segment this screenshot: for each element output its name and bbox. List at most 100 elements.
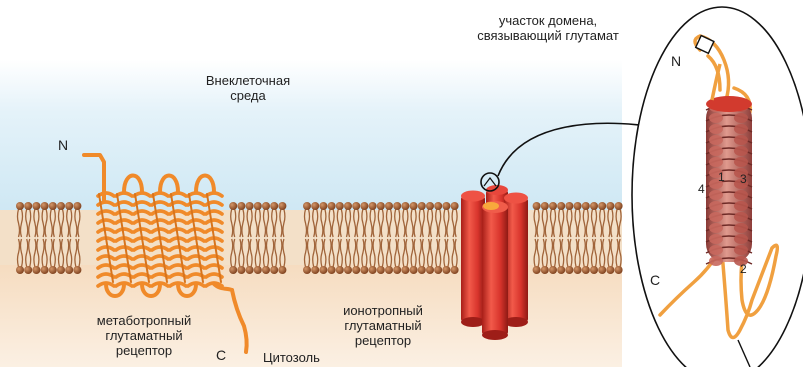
- lipid-head: [565, 266, 573, 274]
- lipid-head: [533, 202, 541, 210]
- lipid-head: [615, 266, 623, 274]
- lipid-head: [377, 266, 385, 274]
- helix-bead: [709, 223, 723, 233]
- lipid-head: [418, 266, 426, 274]
- lipid-head: [73, 202, 81, 210]
- c-terminus-left-label: C: [216, 348, 226, 363]
- helix-label-3: 3: [740, 172, 747, 187]
- lipid-head: [278, 202, 286, 210]
- lipid-head: [541, 202, 549, 210]
- lipid-head: [328, 202, 336, 210]
- ionotropic-label: ионотропный глутаматный рецептор: [325, 303, 441, 348]
- lipid-head: [426, 266, 434, 274]
- lipid-head: [393, 202, 401, 210]
- lipid-head: [32, 202, 40, 210]
- lipid-head: [574, 202, 582, 210]
- lipid-head: [237, 266, 245, 274]
- ion-cylinder-front: [482, 207, 508, 335]
- lipid-head: [262, 202, 270, 210]
- ionotropic-label-line3: рецептор: [325, 333, 441, 348]
- helix-bead: [709, 212, 723, 222]
- helix-bead: [709, 157, 723, 167]
- lipid-head: [565, 202, 573, 210]
- helix-bead: [734, 223, 748, 233]
- ionotropic-label-line1: ионотропный: [325, 303, 441, 318]
- lipid-head: [65, 266, 73, 274]
- helix-bead: [734, 201, 748, 211]
- lipid-head: [401, 202, 409, 210]
- lipid-head: [451, 266, 459, 274]
- helix-bead: [709, 201, 723, 211]
- lipid-head: [352, 266, 360, 274]
- lipid-head: [377, 202, 385, 210]
- binding-site-label-line2: связывающий глутамат: [448, 28, 648, 43]
- lipid-head: [434, 266, 442, 274]
- lipid-head: [16, 266, 24, 274]
- lipid-head: [582, 202, 590, 210]
- lipid-head: [344, 266, 352, 274]
- lipid-head: [442, 202, 450, 210]
- lipid-head: [606, 266, 614, 274]
- helix-label-4: 4: [698, 182, 705, 197]
- lipid-head: [557, 202, 565, 210]
- lipid-head: [360, 202, 368, 210]
- ion-cylinder-left: [461, 196, 485, 322]
- metabotropic-label-line3: рецептор: [84, 343, 204, 358]
- lipid-head: [410, 202, 418, 210]
- lipid-head: [319, 266, 327, 274]
- helix-bead: [734, 212, 748, 222]
- membrane-core: [0, 210, 622, 265]
- metabotropic-label-line2: глутаматный: [84, 328, 204, 343]
- lipid-head: [426, 202, 434, 210]
- lipid-head: [254, 266, 262, 274]
- helix-bead: [734, 234, 748, 244]
- n-terminus-right-label: N: [671, 54, 681, 69]
- lipid-head: [328, 266, 336, 274]
- helix-label-1: 1: [718, 170, 725, 185]
- lipid-head: [311, 266, 319, 274]
- lipid-head: [303, 202, 311, 210]
- helix-bead: [709, 256, 723, 266]
- lipid-head: [254, 202, 262, 210]
- lipid-head: [590, 266, 598, 274]
- helix-bead: [734, 245, 748, 255]
- helix-bead: [734, 157, 748, 167]
- n-terminus-left-label: N: [58, 138, 68, 153]
- extracellular-label-line1: Внеклеточная: [188, 73, 308, 88]
- lipid-head: [311, 202, 319, 210]
- helix-label-2: 2: [740, 262, 747, 277]
- lipid-head: [598, 266, 606, 274]
- ion-top-highlight: [483, 202, 499, 210]
- lipid-head: [582, 266, 590, 274]
- metabotropic-label: метаботропный глутаматный рецептор: [84, 313, 204, 358]
- lipid-head: [393, 266, 401, 274]
- lipid-head: [533, 266, 541, 274]
- ionotropic-receptor: [461, 173, 528, 340]
- lipid-head: [590, 202, 598, 210]
- helix-bead: [709, 245, 723, 255]
- lipid-head: [57, 266, 65, 274]
- lipid-head: [557, 266, 565, 274]
- helix-bead: [734, 124, 748, 134]
- lipid-head: [262, 266, 270, 274]
- lipid-head: [352, 202, 360, 210]
- lipid-head: [49, 202, 57, 210]
- lipid-head: [336, 202, 344, 210]
- lipid-head: [336, 266, 344, 274]
- helix-bead: [709, 135, 723, 145]
- lipid-head: [385, 266, 393, 274]
- lipid-head: [65, 202, 73, 210]
- helix-bead: [709, 124, 723, 134]
- helix-bead: [709, 113, 723, 123]
- lipid-head: [549, 202, 557, 210]
- lipid-head: [303, 266, 311, 274]
- lipid-head: [369, 266, 377, 274]
- lipid-head: [246, 202, 254, 210]
- lipid-head: [24, 266, 32, 274]
- lipid-head: [385, 202, 393, 210]
- lipid-head: [344, 202, 352, 210]
- helix-bead: [709, 190, 723, 200]
- cytosol-label: Цитозоль: [263, 350, 320, 365]
- lipid-head: [229, 202, 237, 210]
- lipid-head: [237, 202, 245, 210]
